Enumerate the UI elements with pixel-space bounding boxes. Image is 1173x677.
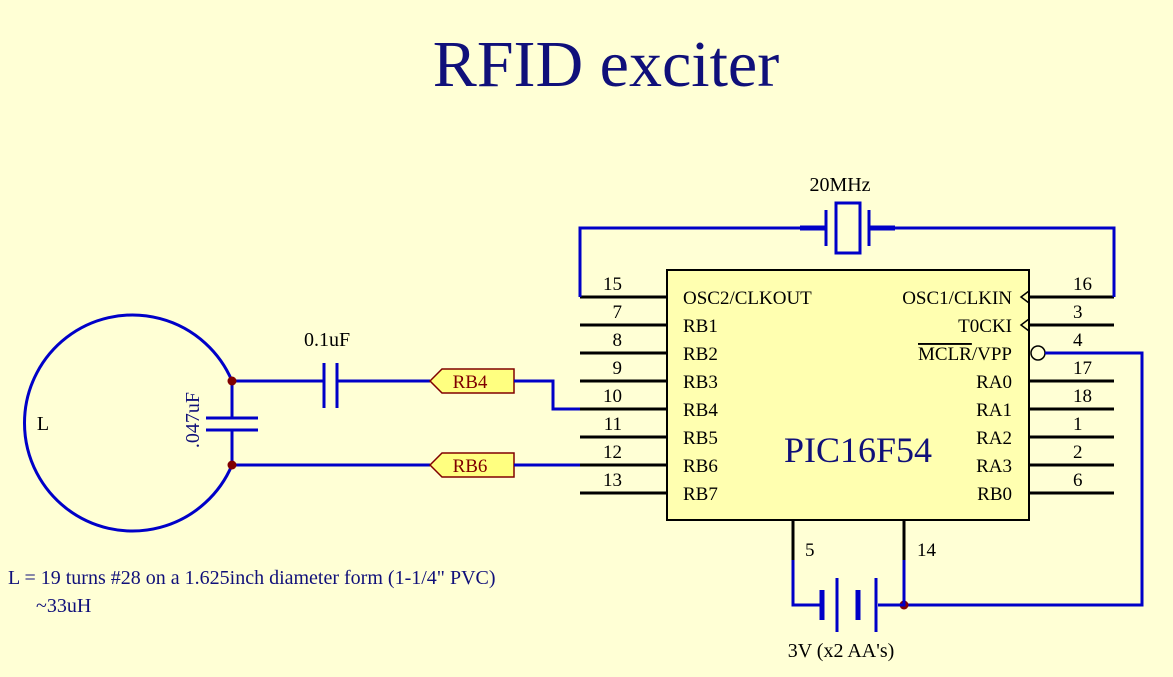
pin-number: 5 [805, 540, 815, 561]
pin-label: RA1 [976, 400, 1012, 421]
clock-input-arrow [1019, 318, 1030, 332]
chip-name: PIC16F54 [784, 430, 932, 470]
cap-047-label: .047uF [182, 392, 204, 448]
pin-number: 9 [613, 358, 623, 379]
pin-label: RB5 [683, 428, 718, 449]
pin-number: 13 [603, 470, 622, 491]
chip-body [666, 269, 1030, 521]
pin-label: RB0 [977, 484, 1012, 505]
pin-label: OSC1/CLKIN [902, 288, 1012, 309]
crystal: 20MHz [578, 174, 1116, 297]
wire [514, 379, 580, 411]
wire [578, 226, 800, 297]
pin-label: RA2 [976, 428, 1012, 449]
cap-01-label: 0.1uF [304, 329, 350, 351]
wire [878, 560, 906, 607]
note-line-1: L = 19 turns #28 on a 1.625inch diameter… [8, 567, 496, 589]
bottom-pins: 5 14 [791, 520, 937, 561]
coil-label: L [37, 413, 49, 435]
junction-dot [227, 376, 237, 386]
pin-number: 4 [1073, 330, 1083, 351]
pin-number: 6 [1073, 470, 1083, 491]
pin-number: 12 [603, 442, 622, 463]
wire [904, 351, 1144, 607]
wire [895, 226, 1116, 297]
pin-number: 16 [1073, 274, 1092, 295]
pin-label-overbar: MCLR [918, 344, 972, 365]
port-label: RB6 [453, 456, 488, 477]
pin-label: MCLR/VPP [918, 344, 1012, 365]
cap-01: 0.1uF [304, 329, 350, 408]
left-pins: 15 7 8 9 10 11 12 13 OSC2/CLKOUT RB1 RB2… [580, 274, 812, 505]
pin-number: 8 [613, 330, 623, 351]
pin-label: RB7 [683, 484, 718, 505]
pin-label: RA0 [976, 372, 1012, 393]
pin-number: 14 [917, 540, 937, 561]
port-rb6: RB6 [428, 452, 515, 478]
wire [791, 560, 820, 607]
pin-number: 1 [1073, 414, 1083, 435]
pin-number: 17 [1073, 358, 1092, 379]
pin-label: RB2 [683, 344, 718, 365]
pin-number: 11 [604, 414, 622, 435]
crystal-label: 20MHz [809, 174, 870, 196]
port-label: RB4 [453, 372, 488, 393]
pin-label: RB3 [683, 372, 718, 393]
note-line-2: ~33uH [36, 595, 91, 617]
pin-label: RA3 [976, 456, 1012, 477]
pin-label: OSC2/CLKOUT [683, 288, 812, 309]
pin-number: 7 [613, 302, 623, 323]
pin-label: RB1 [683, 316, 718, 337]
pin-label: RB6 [683, 456, 718, 477]
pin-label: T0CKI [958, 316, 1012, 337]
clock-input-arrow [1019, 290, 1030, 304]
pin-label-rest: /VPP [972, 344, 1012, 365]
pin-number: 2 [1073, 442, 1083, 463]
battery-label: 3V (x2 AA's) [788, 640, 895, 662]
coil: L [23, 313, 234, 533]
pin-number: 10 [603, 386, 622, 407]
crystal-body [834, 201, 862, 255]
pin-number: 3 [1073, 302, 1083, 323]
pin-label: RB4 [683, 400, 718, 421]
battery: 3V (x2 AA's) [788, 560, 906, 662]
junction-dot [227, 460, 237, 470]
port-rb4: RB4 [428, 368, 515, 394]
inversion-bubble [1030, 345, 1046, 361]
cap-047: .047uF [182, 381, 258, 465]
pin-number: 18 [1073, 386, 1092, 407]
pin-number: 15 [603, 274, 622, 295]
diagram-title: RFID exciter [433, 28, 779, 101]
coil-loop [23, 313, 234, 533]
